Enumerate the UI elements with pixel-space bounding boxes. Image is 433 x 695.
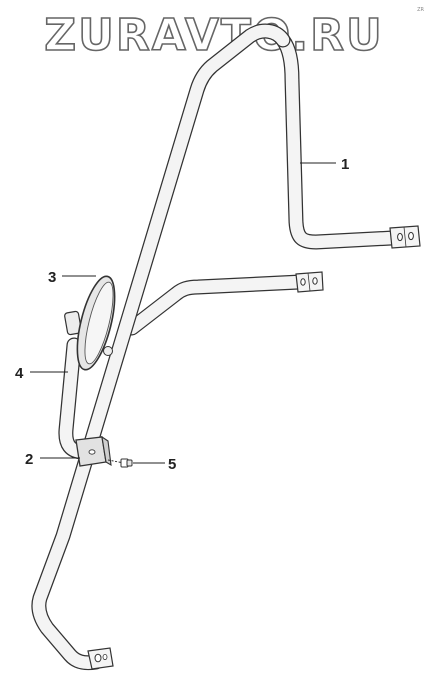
callout-number-4: 4 bbox=[15, 365, 24, 382]
bolt bbox=[107, 458, 133, 468]
watermark-text: ZURAVTO.RU bbox=[44, 10, 383, 61]
callout-number-3: 3 bbox=[48, 269, 56, 286]
clamp-block bbox=[75, 435, 112, 467]
callout-4: 4 bbox=[15, 365, 68, 382]
corner-mark: ZR bbox=[417, 7, 424, 13]
upper-bracket-tube bbox=[275, 32, 421, 250]
middle-arm-tube bbox=[124, 271, 324, 336]
main-frame-tube bbox=[31, 23, 291, 671]
callout-5: 5 bbox=[133, 456, 176, 473]
bottom-mount-plate bbox=[87, 647, 114, 670]
mirror-head bbox=[64, 275, 116, 371]
callout-1: 1 bbox=[300, 156, 349, 173]
callout-2: 2 bbox=[25, 451, 80, 468]
callout-3: 3 bbox=[48, 269, 96, 286]
callout-number-5: 5 bbox=[168, 456, 176, 473]
callout-number-1: 1 bbox=[341, 156, 349, 173]
middle-arm-end-plate bbox=[295, 271, 324, 293]
callout-number-2: 2 bbox=[25, 451, 33, 468]
upper-bracket-end-plate bbox=[389, 225, 421, 249]
